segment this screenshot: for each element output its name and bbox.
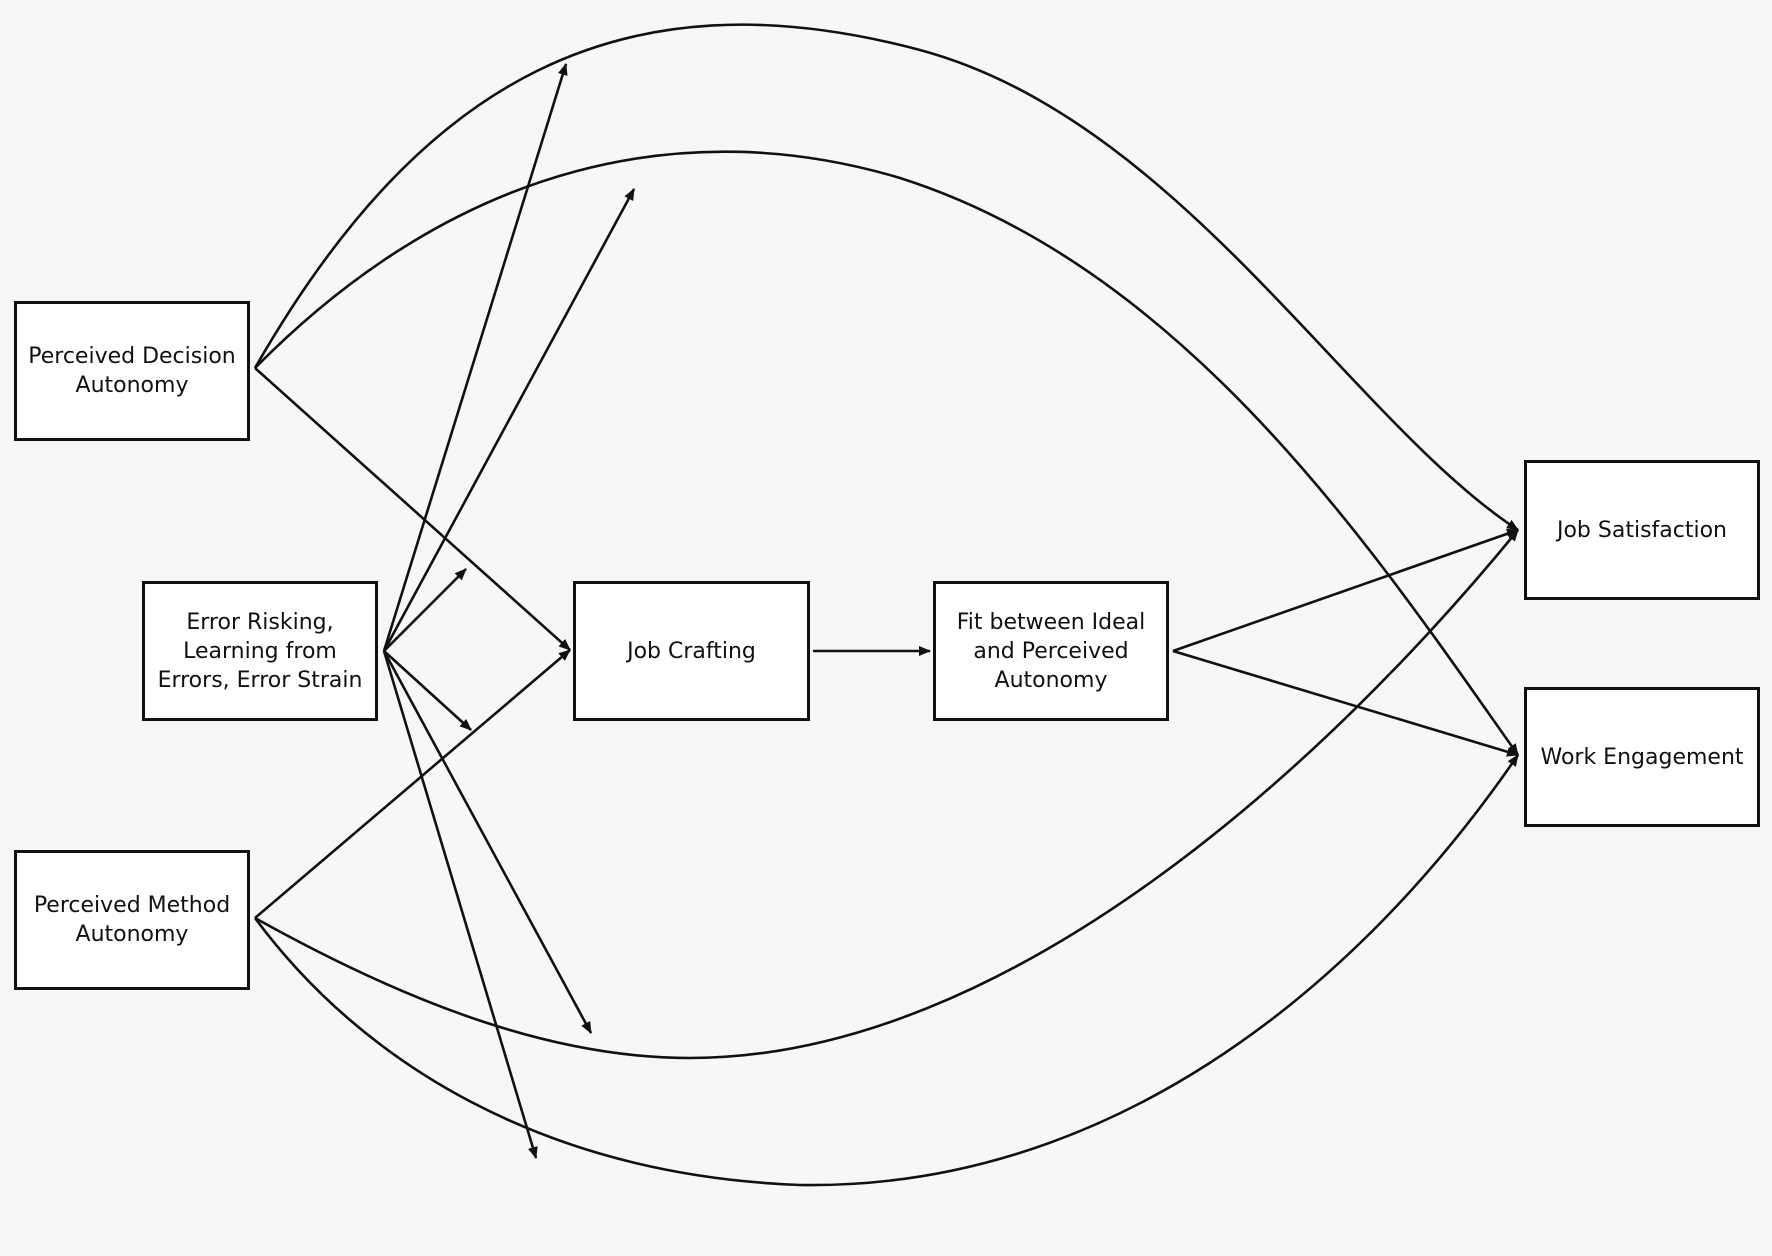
node-label: Error Risking, Learning from Errors, Err… xyxy=(157,609,363,693)
arrow-moderator-3 xyxy=(383,568,467,652)
node-label: Job Satisfaction xyxy=(1556,517,1728,543)
arrow-fit-to-work-engagement xyxy=(1172,649,1519,757)
arrow-fit-to-job-satisfaction xyxy=(1172,528,1519,653)
node-error-risking: Error Risking, Learning from Errors, Err… xyxy=(142,581,378,721)
arrow-method-autonomy-to-job-crafting xyxy=(254,649,571,919)
node-label: Perceived Decision Autonomy xyxy=(28,344,236,398)
node-job-crafting: Job Crafting xyxy=(573,581,810,721)
arrow-moderator-2 xyxy=(382,188,636,652)
arrow-decision-autonomy-to-work-engagement xyxy=(254,150,1520,756)
node-fit-ideal-perceived-autonomy: Fit between Ideal and Perceived Autonomy xyxy=(933,581,1169,721)
arrow-method-autonomy-to-job-satisfaction xyxy=(254,529,1520,1060)
arrow-moderator-4 xyxy=(383,650,472,731)
arrow-decision-autonomy-to-job-crafting xyxy=(254,367,571,651)
arrow-method-autonomy-to-work-engagement xyxy=(253,754,1520,1187)
arrow-decision-autonomy-to-job-satisfaction xyxy=(253,23,1519,532)
node-label: Perceived Method Autonomy xyxy=(33,893,231,947)
node-label: Fit between Ideal and Perceived Autonomy xyxy=(956,609,1146,693)
arrow-moderator-6 xyxy=(382,650,538,1159)
arrow-moderator-1 xyxy=(382,63,568,652)
node-perceived-decision-autonomy: Perceived Decision Autonomy xyxy=(14,301,250,441)
node-perceived-method-autonomy: Perceived Method Autonomy xyxy=(14,850,250,990)
arrow-moderator-5 xyxy=(382,650,593,1034)
node-work-engagement: Work Engagement xyxy=(1524,687,1760,827)
node-label: Work Engagement xyxy=(1540,744,1744,770)
node-label: Job Crafting xyxy=(627,638,756,664)
node-job-satisfaction: Job Satisfaction xyxy=(1524,460,1760,600)
